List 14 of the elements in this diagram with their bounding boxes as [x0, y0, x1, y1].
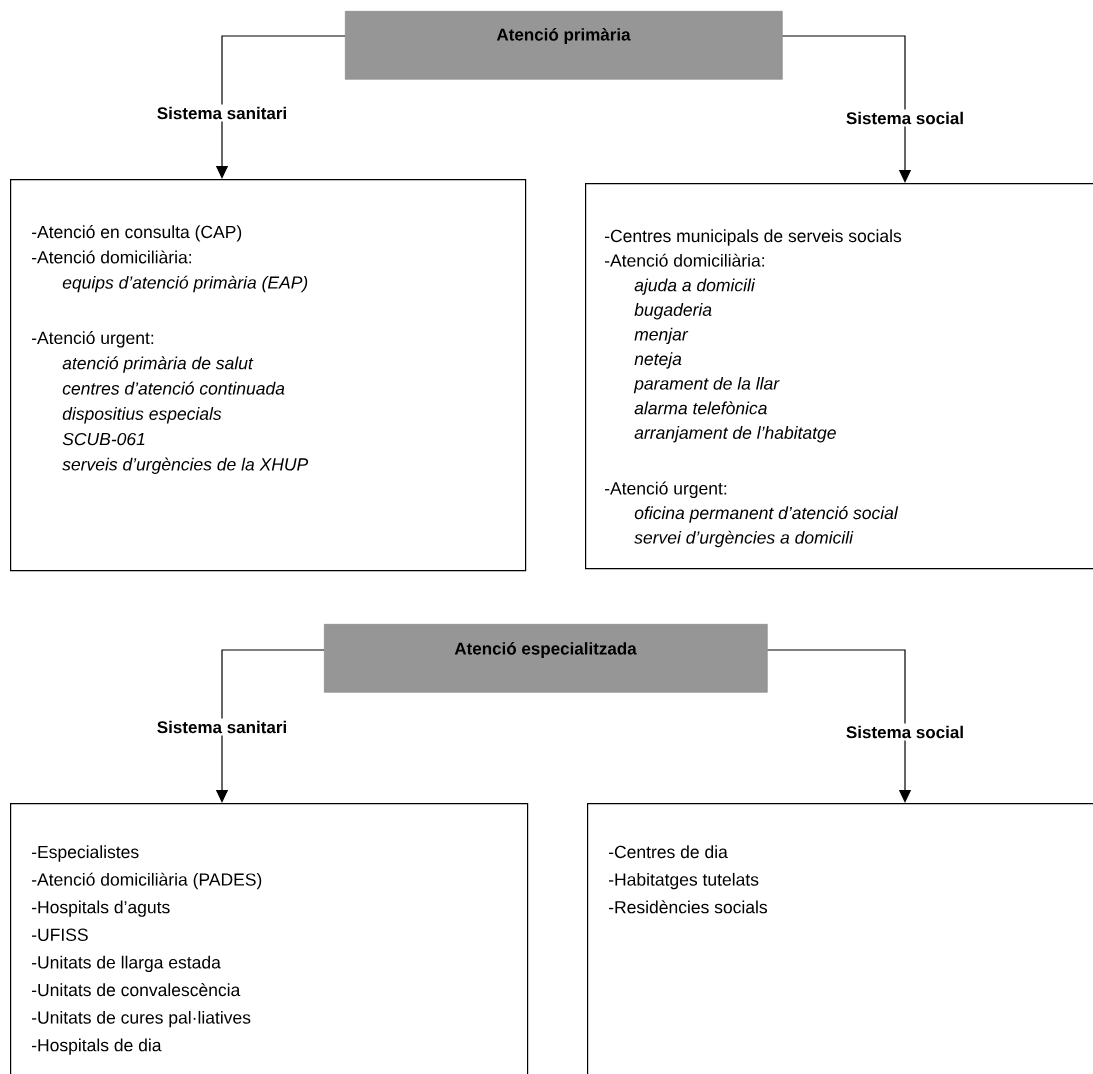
list-box: -Centres de dia -Habitatges tutelats -Residències socials [587, 803, 1093, 1074]
branch-heading: Sistema sanitari [157, 720, 286, 734]
branch-heading: Sistema social [846, 725, 963, 739]
branch-heading: Sistema social [846, 111, 963, 125]
list-box: -Centres municipals de serveis socials -Atenció domiciliària: ajuda a domicili bugaderia menjar neteja parament de la llar alarma telefònica arranjament de l’habitatge -Atenció urgent: oficina permanent d’atenció social servei d’urgències a domicili [585, 183, 1093, 570]
connector-line [767, 649, 906, 725]
branch-heading: Sistema sanitari [157, 106, 286, 120]
header-box: Atenció especialitzada [324, 624, 768, 693]
connector-line [221, 35, 346, 106]
connector-line [782, 35, 906, 111]
list-box: -Especialistes -Atenció domiciliària (PADES) -Hospitals d’aguts -UFISS -Unitats de llarga estada -Unitats de convalescència -Unitats de cures pal·liatives -Hospitals de dia [10, 803, 529, 1074]
list-box: -Atenció en consulta (CAP) -Atenció domiciliària: equips d’atenció primària (EAP) -Atenció urgent: atenció primària de salut centres d’atenció continuada dispositius especials SCUB-061 serveis d’urgències de la XHUP [10, 179, 527, 572]
header-box: Atenció primària [345, 11, 783, 80]
connector-line [221, 649, 325, 720]
